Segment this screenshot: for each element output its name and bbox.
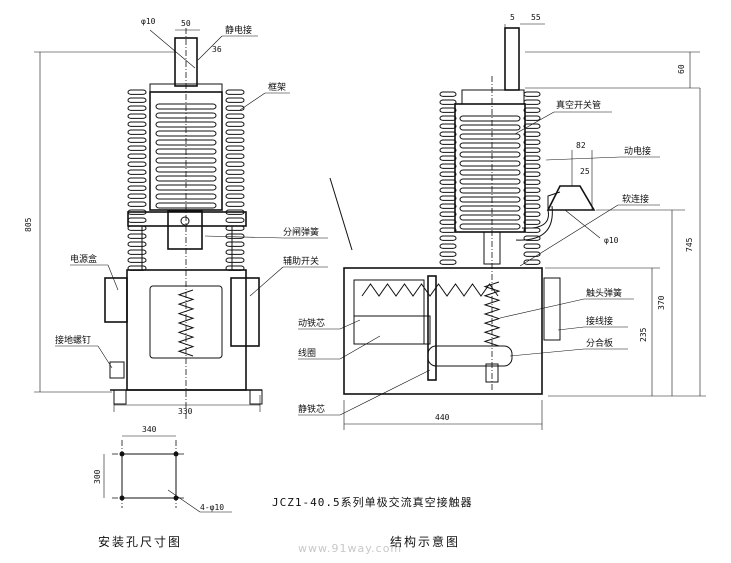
dim-745: 745 (685, 237, 694, 252)
label-static-core: 静铁芯 (298, 403, 325, 415)
side-view: 5 55 60 745 370 235 82 25 φ10 440 真空开关管 … (298, 13, 706, 430)
front-actuator (167, 210, 203, 250)
dim-55: 55 (531, 13, 541, 22)
dim-330: 330 (178, 407, 193, 416)
caption-mounting: 安装孔尺寸图 (98, 534, 182, 549)
mount-hole (119, 495, 125, 501)
dim-holes: 4-φ10 (200, 503, 224, 512)
front-bellows (149, 91, 223, 211)
drawing-title: JCZ1-40.5系列单极交流真空接触器 (272, 495, 473, 509)
dim-60: 60 (677, 64, 686, 74)
junction-box (104, 277, 128, 323)
ground-bolt (109, 361, 125, 379)
mount-hole (173, 451, 179, 457)
label-closing-plate: 分合板 (586, 337, 613, 349)
mount-hole (119, 451, 125, 457)
label-contact-spring: 触头弹簧 (586, 287, 622, 299)
dim-phi10-top: φ10 (141, 17, 156, 26)
dim-36: 36 (212, 45, 222, 54)
watermark: www.91way.com (298, 542, 402, 555)
label-moving-core: 动铁芯 (298, 317, 325, 329)
moving-contact-bracket (546, 185, 596, 211)
label-opening-spring: 分闸弹簧 (283, 226, 319, 238)
dim-25: 25 (580, 167, 590, 176)
dim-340: 340 (142, 425, 157, 434)
label-aux-switch: 辅助开关 (283, 255, 319, 267)
label-frame: 框架 (268, 81, 286, 93)
terminal-block (543, 277, 561, 341)
aux-switch-box (230, 277, 260, 347)
front-view: 805 330 50 φ10 36 静电接 框架 电源盒 接地螺钉 分闸弹簧 辅… (24, 17, 328, 420)
label-junction-box: 电源盒 (70, 253, 97, 265)
vacuum-tube-body (454, 103, 526, 233)
label-static-contact: 静电接 (225, 24, 252, 36)
dim-82: 82 (576, 141, 586, 150)
mounting-hole-diagram: 340 300 4-φ10 (93, 425, 232, 513)
label-terminal: 接线接 (586, 315, 613, 327)
dim-phi10-side: φ10 (604, 236, 619, 245)
closing-plate (427, 345, 513, 367)
label-moving-contact: 动电接 (624, 145, 651, 157)
caption-structure: 结构示意图 (390, 534, 460, 549)
side-top-terminal (504, 27, 520, 91)
dim-370: 370 (657, 295, 666, 310)
dim-805: 805 (24, 217, 33, 232)
label-coil: 线圈 (298, 347, 316, 359)
dim-5: 5 (510, 13, 515, 22)
dim-440: 440 (435, 413, 450, 422)
label-vacuum-tube: 真空开关管 (556, 99, 601, 111)
moving-core (353, 315, 431, 345)
side-housing (343, 267, 543, 395)
label-ground-bolt: 接地螺钉 (55, 334, 91, 346)
dim-300: 300 (93, 469, 102, 484)
dim-50: 50 (181, 19, 191, 28)
dim-235: 235 (639, 327, 648, 342)
mount-hole (173, 495, 179, 501)
label-soft-link: 软连接 (622, 193, 649, 205)
